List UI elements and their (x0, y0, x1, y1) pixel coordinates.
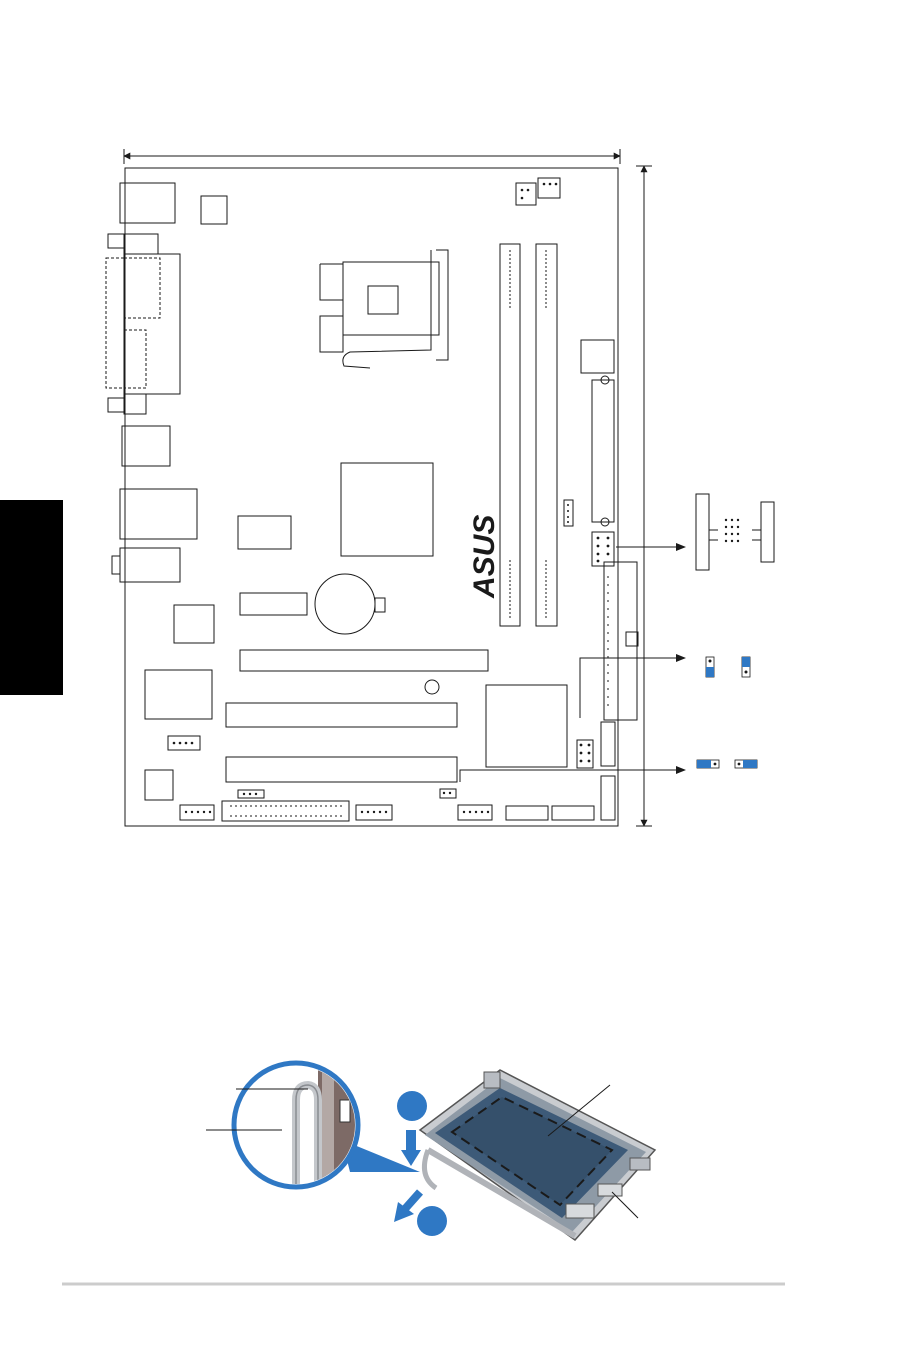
chassis-fan-header (167, 735, 201, 751)
front-audio-header (179, 804, 215, 821)
ide-connector (603, 561, 638, 721)
lever-zoom-inset (206, 1060, 420, 1190)
usb-header-bottom-2 (457, 804, 493, 821)
audio-jack-block (119, 547, 181, 583)
jumper-bottom-left (237, 789, 265, 799)
sata-connector-4 (551, 805, 595, 821)
callout-header-left (695, 493, 710, 571)
southbridge-chip (485, 684, 568, 768)
cmos-battery (314, 573, 376, 635)
step-marker-2 (417, 1206, 447, 1236)
motherboard-outline (124, 167, 619, 827)
pci-slot-2 (225, 756, 458, 783)
usb-header-right (591, 531, 615, 567)
asus-logo: ASUS (468, 515, 501, 599)
io-port-lower (123, 393, 147, 415)
bios-chip (239, 592, 308, 616)
pin-header-small (563, 499, 574, 527)
atx-power-connector (591, 379, 615, 523)
down-arrow-icon (401, 1130, 421, 1166)
pcie-x16-slot (239, 649, 489, 672)
pci-slot-1 (225, 702, 458, 728)
jumper-header-grid (576, 739, 594, 769)
jumper-bottom (439, 788, 457, 799)
chip-small-top (200, 195, 228, 225)
cpu-socket-center (367, 285, 399, 315)
floppy-connector (221, 800, 350, 822)
step-marker-1 (397, 1091, 427, 1121)
dimm-slot-a (499, 243, 521, 627)
cpu-socket-illustration (418, 1069, 657, 1242)
vga-port-top (123, 233, 159, 255)
cpu-fan-header (515, 182, 537, 206)
chip-mid-left (237, 515, 292, 550)
sata-connector-2 (600, 775, 616, 821)
audio-codec-chip (144, 669, 213, 720)
section-tab (0, 500, 63, 695)
chip-left-bottom (144, 769, 174, 801)
diagonal-arrow-icon (394, 1189, 423, 1222)
northbridge-chip (340, 462, 434, 557)
sata-connector-1 (600, 721, 616, 767)
usb-port-block (121, 425, 171, 467)
ps2-port (119, 182, 176, 224)
cpu-socket (342, 261, 440, 336)
callout-header-right (760, 501, 775, 563)
sata-connector-3 (505, 805, 549, 821)
jumper-callout-horizontal (696, 759, 758, 769)
dimm-slot-b (535, 243, 558, 627)
chip-left-mid (173, 604, 215, 644)
chip-right-upper (580, 339, 615, 374)
io-block-vga-lpt (123, 253, 181, 395)
jumper-callout-vertical (705, 656, 751, 678)
power-header-top (537, 177, 561, 199)
usb-header-bottom-1 (355, 804, 393, 821)
lan-usb-block (119, 488, 198, 540)
